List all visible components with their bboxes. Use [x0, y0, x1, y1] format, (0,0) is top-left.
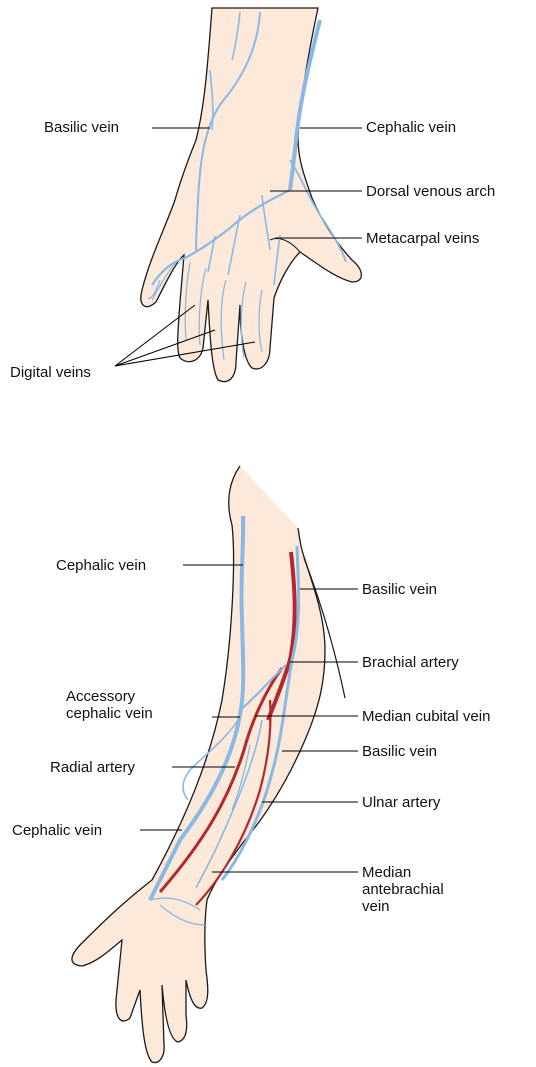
- label-cephalic-vein-upper: Cephalic vein: [56, 557, 146, 574]
- label-cephalic-vein-hand: Cephalic vein: [366, 119, 456, 136]
- label-dorsal-venous-arch: Dorsal venous arch: [366, 183, 495, 200]
- label-median-cubital-vein: Median cubital vein: [362, 708, 490, 725]
- label-accessory-cephalic-vein: Accessory cephalic vein: [66, 688, 153, 722]
- label-ulnar-artery: Ulnar artery: [362, 794, 440, 811]
- dorsal-hand: [141, 8, 362, 382]
- label-basilic-vein-upper: Basilic vein: [362, 581, 437, 598]
- label-metacarpal-veins: Metacarpal veins: [366, 230, 479, 247]
- hand-outline: [141, 8, 362, 382]
- label-basilic-vein-hand: Basilic vein: [44, 119, 119, 136]
- label-basilic-vein-lower: Basilic vein: [362, 743, 437, 760]
- label-digital-veins: Digital veins: [10, 364, 91, 381]
- label-cephalic-vein-lower: Cephalic vein: [12, 822, 102, 839]
- label-radial-artery: Radial artery: [50, 759, 135, 776]
- label-median-antebrachial-vein: Median antebrachial vein: [362, 864, 444, 915]
- label-brachial-artery: Brachial artery: [362, 654, 459, 671]
